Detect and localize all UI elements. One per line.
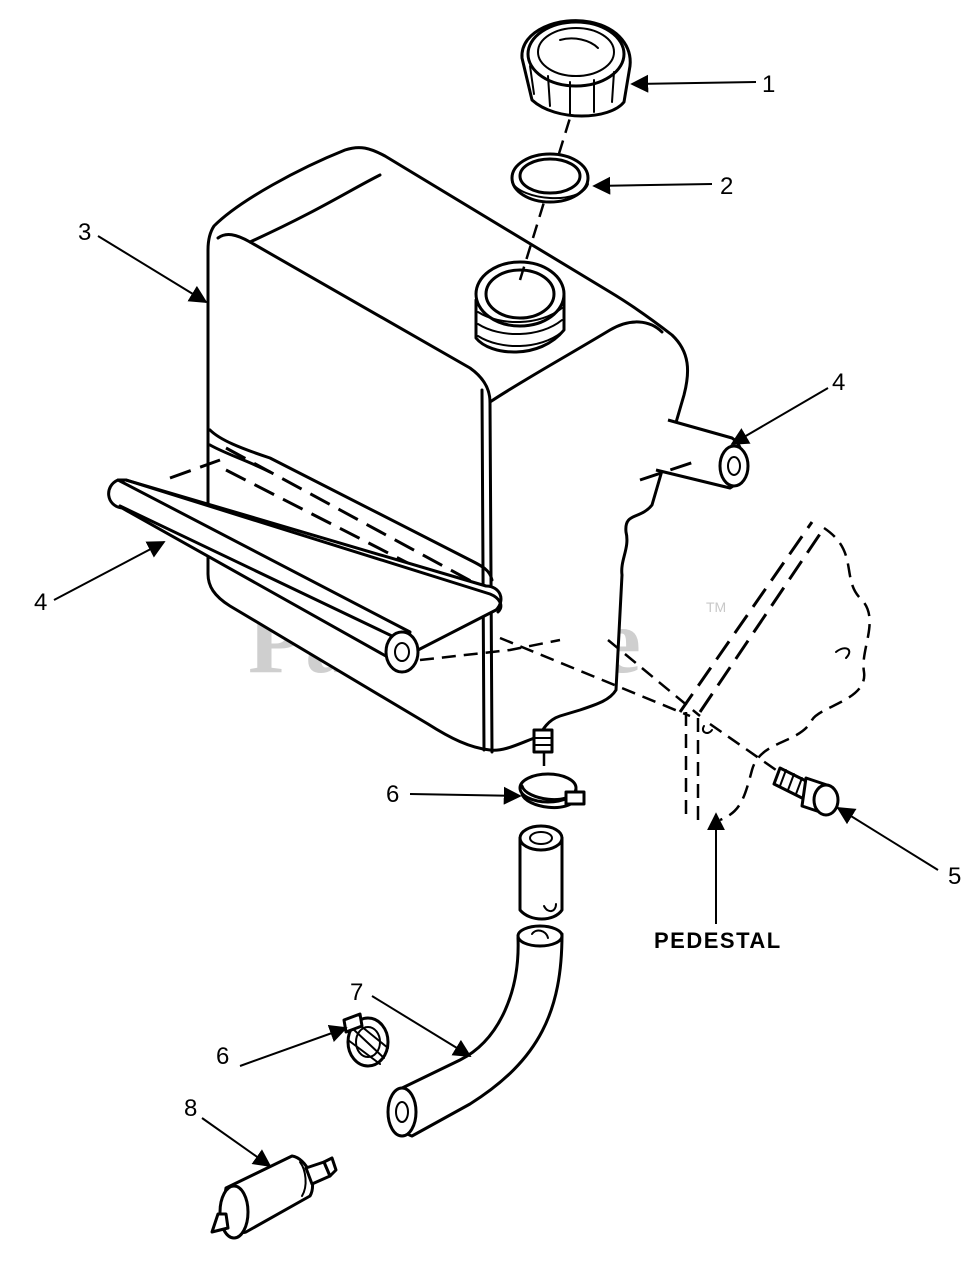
fuel-filter-icon bbox=[210, 1154, 338, 1240]
hose-clamp-icon bbox=[518, 772, 586, 810]
callout-2: 2 bbox=[720, 173, 733, 200]
callout-numbers: 1 2 3 4 4 5 6 6 7 8 PEDESTAL bbox=[34, 71, 961, 1122]
watermark-tm: TM bbox=[706, 599, 726, 615]
gasket-ring-icon bbox=[510, 152, 590, 204]
pedestal-label: PEDESTAL bbox=[654, 928, 782, 953]
callout-5: 5 bbox=[948, 863, 961, 890]
leader-lines bbox=[53, 74, 939, 1168]
callout-1: 1 bbox=[762, 71, 775, 98]
callout-3: 3 bbox=[78, 219, 91, 246]
hose-clamp-icon-2 bbox=[342, 1012, 390, 1068]
callout-6-upper: 6 bbox=[386, 781, 399, 808]
mounting-rod-icon bbox=[169, 418, 750, 490]
callout-8: 8 bbox=[184, 1095, 197, 1122]
callout-6-lower: 6 bbox=[216, 1043, 229, 1070]
callout-4-left: 4 bbox=[34, 589, 47, 616]
fuel-line-icon bbox=[386, 824, 564, 1138]
bolt-icon bbox=[702, 722, 840, 817]
callout-7: 7 bbox=[350, 979, 363, 1006]
mounting-rod-icon-2 bbox=[107, 478, 561, 674]
fuel-cap-icon bbox=[520, 19, 632, 118]
callout-4-right: 4 bbox=[832, 369, 845, 396]
pedestal-icon bbox=[678, 521, 871, 822]
